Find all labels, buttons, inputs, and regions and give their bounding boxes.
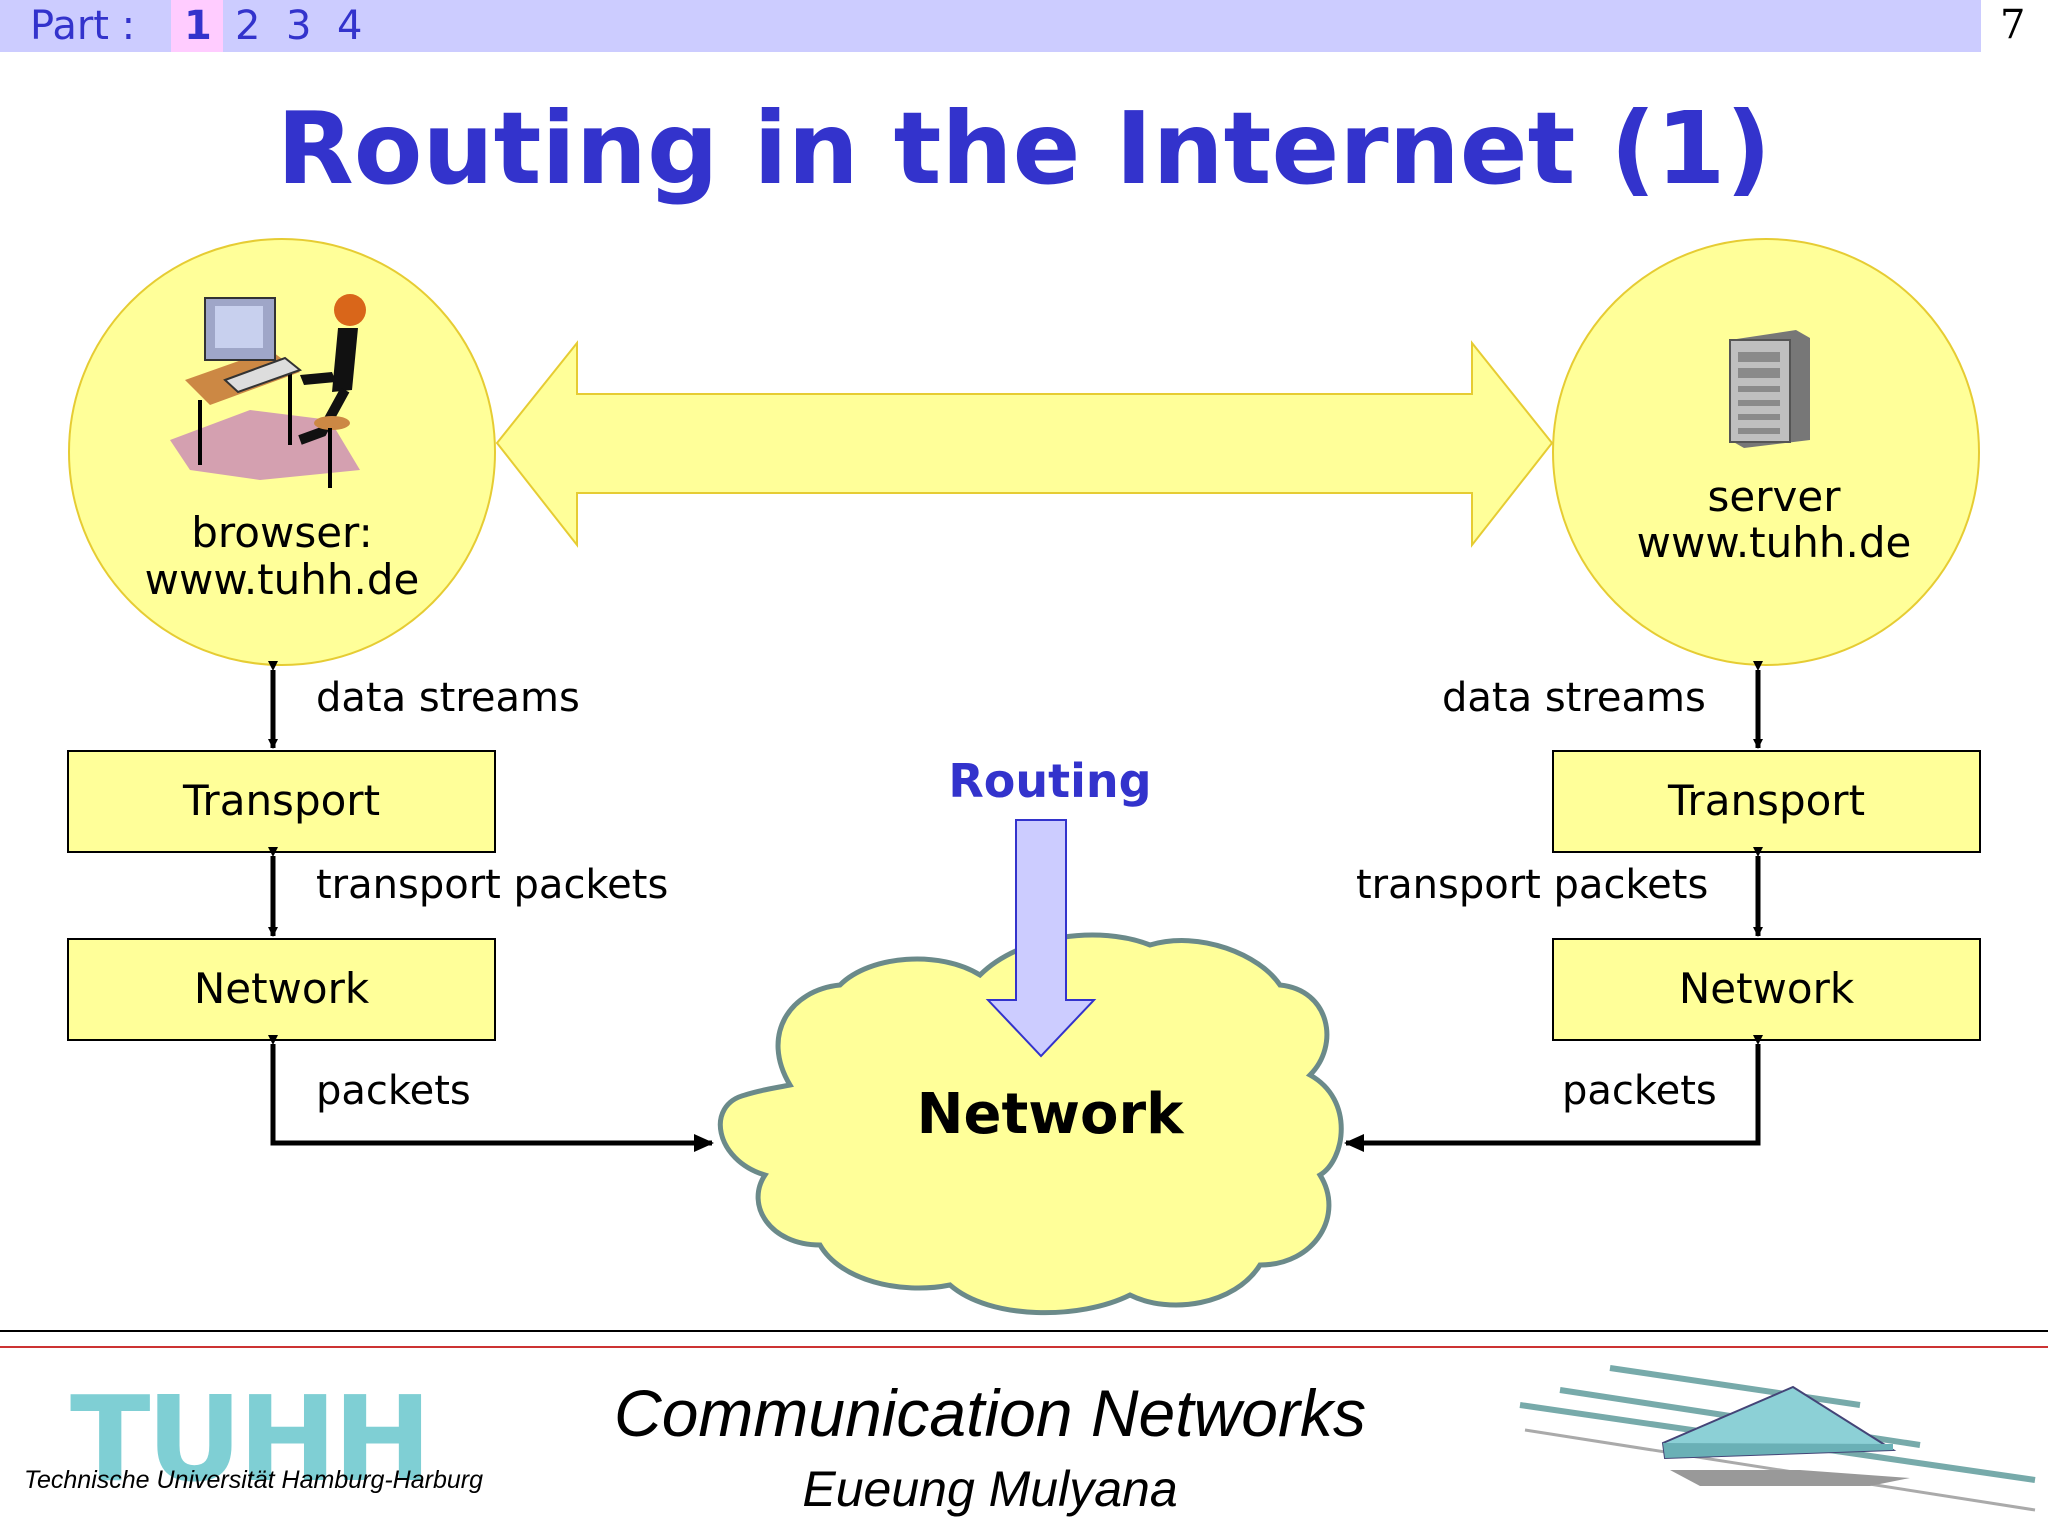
server-circle bbox=[1552, 238, 1980, 666]
server-transport-label: Transport bbox=[1667, 776, 1866, 825]
part-label: Part : bbox=[30, 3, 136, 49]
part-link-1[interactable]: 1 bbox=[184, 3, 212, 49]
client-circle-label-line2: www.tuhh.de bbox=[144, 555, 420, 604]
tuhh-logo: TUHH bbox=[70, 1370, 432, 1508]
routing-arrow bbox=[985, 819, 1097, 1058]
server-network-label: Network bbox=[1678, 964, 1855, 1013]
server-packets-label: packets bbox=[1562, 1068, 1717, 1114]
client-network-label: Network bbox=[193, 964, 370, 1013]
server-packets-arrow bbox=[1344, 1044, 1761, 1152]
client-packets-label: packets bbox=[316, 1068, 471, 1114]
slide-title: Routing in the Internet (1) bbox=[276, 90, 1772, 207]
server-network-box bbox=[1552, 938, 1981, 1041]
client-transport-packets-label: transport packets bbox=[316, 862, 669, 908]
user-computer-icon bbox=[170, 294, 366, 488]
client-network-box bbox=[67, 938, 496, 1041]
active-part-highlight bbox=[171, 0, 223, 52]
client-data-streams-label: data streams bbox=[316, 675, 580, 721]
client-circle-label-line1: browser: bbox=[191, 508, 373, 557]
part-link-2[interactable]: 2 bbox=[235, 3, 261, 49]
routing-label: Routing bbox=[948, 754, 1152, 808]
tuhh-logo-subtitle: Technische Universität Hamburg-Harburg bbox=[24, 1466, 483, 1494]
server-transport-box bbox=[1552, 750, 1981, 853]
network-pyramid-graphic bbox=[1519, 1365, 2036, 1512]
author-name: Eueung Mulyana bbox=[802, 1461, 1178, 1517]
client-transport-box bbox=[67, 750, 496, 853]
part-link-3[interactable]: 3 bbox=[286, 3, 312, 49]
server-tower-icon bbox=[1729, 330, 1810, 448]
end-to-end-double-arrow bbox=[495, 340, 1554, 548]
slide-number: 7 bbox=[2000, 2, 2026, 48]
part-navigation-bar bbox=[0, 0, 1981, 52]
server-data-streams-label: data streams bbox=[1442, 675, 1706, 721]
cloud-network-label: Network bbox=[916, 1082, 1184, 1147]
client-transport-label: Transport bbox=[182, 776, 381, 825]
client-packets-arrow bbox=[270, 1044, 714, 1152]
server-circle-label-line2: www.tuhh.de bbox=[1636, 518, 1912, 567]
server-circle-label-line1: server bbox=[1707, 472, 1841, 521]
server-transport-packets-label: transport packets bbox=[1356, 862, 1709, 908]
network-cloud bbox=[717, 932, 1344, 1316]
course-title: Communication Networks bbox=[614, 1376, 1366, 1450]
part-link-4[interactable]: 4 bbox=[337, 3, 363, 49]
